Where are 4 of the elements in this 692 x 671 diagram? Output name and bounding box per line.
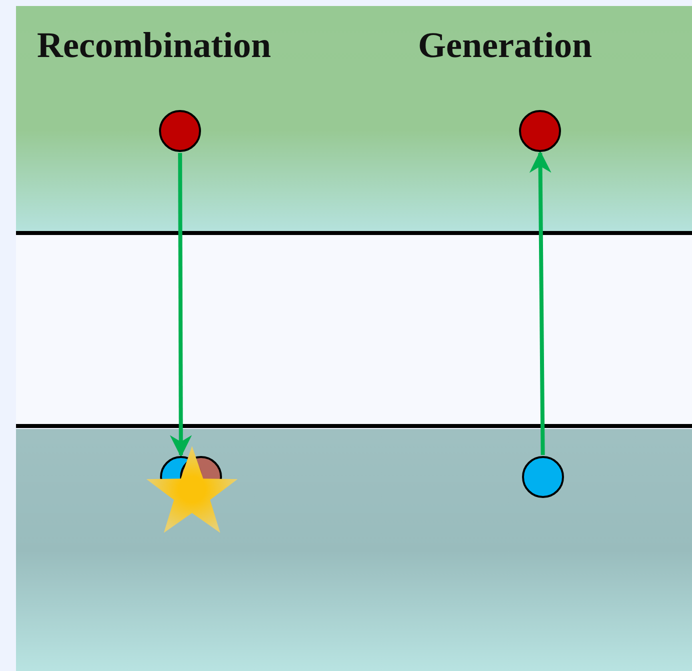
heading-text: Recombination [37, 24, 271, 66]
arrow [170, 153, 192, 458]
arrow [529, 150, 552, 456]
heading-text: Generation [418, 24, 592, 66]
